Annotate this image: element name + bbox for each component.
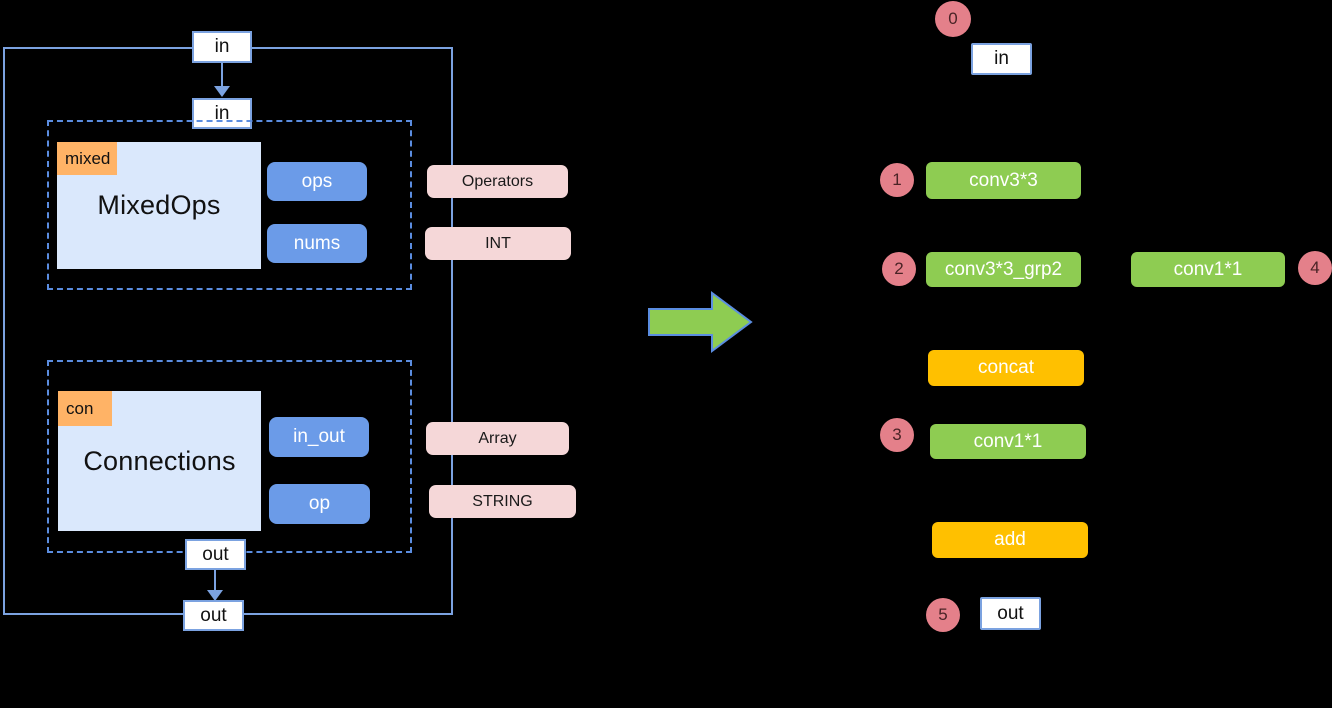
- schema-entity-connections[interactable]: con Connections: [58, 391, 261, 531]
- schema-entity-connections-title: Connections: [83, 445, 236, 476]
- graph-node-conv1x1-label: conv1*1: [973, 430, 1043, 452]
- graph-node-conv3x3-grp2[interactable]: conv3*3_grp2: [926, 252, 1081, 287]
- schema-attribute-op[interactable]: op: [269, 484, 370, 524]
- graph-index-5: 5: [926, 598, 960, 632]
- transform-arrow: [648, 290, 753, 354]
- schema-type-array-label: Array: [478, 429, 517, 447]
- graph-index-5-label: 5: [938, 605, 948, 624]
- schema-group-mixedops: [47, 120, 412, 290]
- schema-io-in-inner[interactable]: in: [192, 98, 252, 129]
- graph-index-4: 4: [1298, 251, 1332, 285]
- graph-index-1: 1: [880, 163, 914, 197]
- graph-node-conv3x3-grp2-label: conv3*3_grp2: [944, 258, 1063, 280]
- schema-attribute-in-out-label: in_out: [293, 426, 345, 447]
- schema-type-string[interactable]: STRING: [429, 485, 576, 518]
- schema-attribute-ops[interactable]: ops: [267, 162, 367, 201]
- connector-in-vertical: [221, 63, 223, 87]
- graph-node-conv3x3-label: conv3*3: [969, 169, 1038, 191]
- graph-node-add-label: add: [994, 529, 1026, 550]
- graph-node-conv1x1[interactable]: conv1*1: [930, 424, 1086, 459]
- schema-io-in-top-label: in: [214, 36, 230, 57]
- graph-index-4-label: 4: [1310, 258, 1320, 277]
- schema-entity-connections-tag: con: [58, 391, 112, 426]
- schema-io-out-inner[interactable]: out: [185, 539, 246, 570]
- schema-entity-mixedops[interactable]: mixed MixedOps: [57, 142, 261, 269]
- schema-attribute-nums[interactable]: nums: [267, 224, 367, 263]
- graph-index-2: 2: [882, 252, 916, 286]
- schema-type-int[interactable]: INT: [425, 227, 571, 260]
- graph-index-3-label: 3: [892, 425, 902, 444]
- schema-io-out-bottom-label: out: [200, 604, 227, 626]
- schema-attribute-ops-label: ops: [301, 170, 333, 192]
- schema-type-operators[interactable]: Operators: [427, 165, 568, 198]
- graph-index-0: 0: [935, 1, 971, 37]
- graph-index-3: 3: [880, 418, 914, 452]
- schema-attribute-in-out[interactable]: in_out: [269, 417, 369, 457]
- graph-node-in[interactable]: in: [971, 43, 1032, 75]
- schema-io-in-inner-label: in: [214, 102, 230, 124]
- graph-index-1-label: 1: [892, 170, 902, 189]
- schema-type-string-label: STRING: [472, 492, 533, 510]
- graph-index-2-label: 2: [894, 259, 904, 278]
- graph-index-0-label: 0: [948, 9, 958, 28]
- connector-out-arrowhead: [207, 590, 223, 601]
- graph-node-conv1x1-right[interactable]: conv1*1: [1131, 252, 1285, 287]
- graph-node-conv3x3[interactable]: conv3*3: [926, 162, 1081, 199]
- schema-entity-connections-tag-label: con: [66, 398, 94, 418]
- graph-node-in-label: in: [994, 48, 1009, 69]
- graph-node-out-label: out: [997, 602, 1024, 624]
- schema-io-out-inner-label: out: [202, 543, 229, 565]
- graph-node-concat[interactable]: concat: [928, 350, 1084, 386]
- connector-in-arrowhead: [214, 86, 230, 97]
- schema-type-operators-label: Operators: [461, 172, 534, 190]
- graph-node-out[interactable]: out: [980, 597, 1041, 630]
- graph-node-conv1x1-right-label: conv1*1: [1173, 258, 1243, 280]
- schema-entity-mixedops-title: MixedOps: [97, 190, 221, 220]
- graph-node-add[interactable]: add: [932, 522, 1088, 558]
- schema-entity-mixedops-tag: mixed: [57, 142, 117, 175]
- schema-attribute-op-label: op: [308, 493, 331, 514]
- schema-type-array[interactable]: Array: [426, 422, 569, 455]
- schema-io-out-bottom[interactable]: out: [183, 600, 244, 631]
- schema-io-in-top[interactable]: in: [192, 31, 252, 63]
- connector-out-vertical: [214, 570, 216, 592]
- schema-attribute-nums-label: nums: [293, 232, 341, 254]
- schema-type-int-label: INT: [485, 234, 511, 252]
- schema-entity-mixedops-tag-label: mixed: [65, 148, 111, 168]
- graph-node-concat-label: concat: [978, 357, 1034, 378]
